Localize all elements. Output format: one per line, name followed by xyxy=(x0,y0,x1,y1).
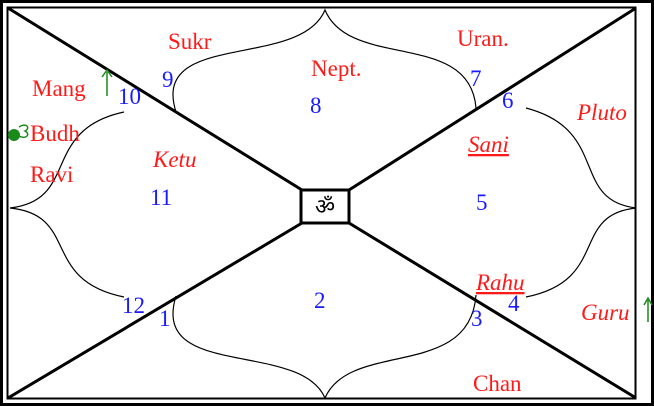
planet-uran: Uran. xyxy=(457,26,509,51)
planet-ravi: Ravi xyxy=(30,162,73,187)
planet-nept: Nept. xyxy=(311,56,361,81)
house-number-8: 8 xyxy=(310,93,322,118)
planet-chan: Chan xyxy=(473,371,522,396)
curve-right xyxy=(525,107,637,298)
planet-sani: Sani xyxy=(468,132,509,157)
house-number-2: 2 xyxy=(314,288,326,313)
house-number-10: 10 xyxy=(118,84,141,109)
house-number-11: 11 xyxy=(150,185,172,210)
retrograde-arrow-icon xyxy=(643,296,653,322)
diagonal-bottom-right xyxy=(348,221,637,400)
diagonal-top-right xyxy=(348,6,637,192)
house-number-5: 5 xyxy=(476,190,488,215)
planet-budh: Budh xyxy=(30,121,80,146)
house-number-12: 12 xyxy=(122,293,145,318)
planet-sukr: Sukr xyxy=(168,29,212,54)
curve-top xyxy=(172,8,477,113)
om-symbol: ॐ xyxy=(315,195,335,220)
house-number-9: 9 xyxy=(162,67,174,92)
curve-left xyxy=(9,111,125,298)
planet-rahu: Rahu xyxy=(475,270,525,295)
house-number-3: 3 xyxy=(471,306,483,331)
curve-bottom xyxy=(172,294,477,400)
inner-frame xyxy=(6,6,637,400)
house-number-1: 1 xyxy=(159,306,171,331)
combust-symbol-icon xyxy=(8,124,29,141)
diagonal-bottom-left xyxy=(7,221,303,400)
planet-pluto: Pluto xyxy=(576,100,627,125)
planet-guru: Guru xyxy=(581,300,630,325)
house-number-4: 4 xyxy=(508,291,520,316)
house-number-6: 6 xyxy=(502,88,514,113)
house-number-7: 7 xyxy=(470,66,482,91)
planet-ketu: Ketu xyxy=(152,147,196,172)
planet-mang: Mang xyxy=(32,76,86,101)
center-box xyxy=(299,188,351,225)
diagonal-top-left xyxy=(7,6,303,192)
retrograde-arrow-icon xyxy=(101,68,113,96)
